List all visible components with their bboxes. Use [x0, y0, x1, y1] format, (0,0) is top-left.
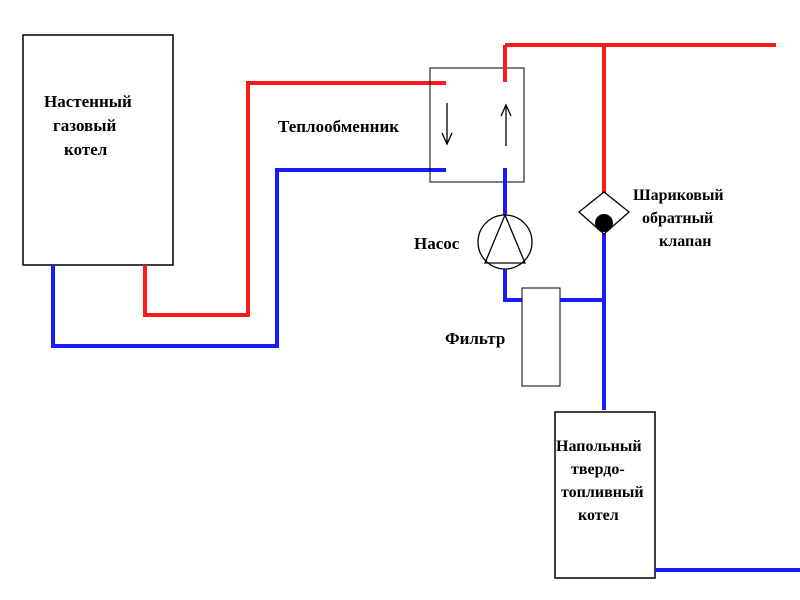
floor-boiler-label-line-2: твердо- — [571, 461, 625, 478]
cold-pipe-pump-to-filter — [503, 269, 522, 302]
wall-boiler-label-line-3: котел — [64, 140, 108, 159]
arrow-down-icon — [441, 103, 453, 146]
cold-pipe-hx-to-boiler — [51, 168, 446, 348]
floor-boiler-label: Напольный твердо- топливный котел — [556, 435, 644, 527]
arrow-up-icon — [500, 103, 512, 146]
check-valve-label-line-1: Шариковый — [633, 187, 724, 204]
heat-exchanger-box — [429, 67, 525, 183]
wall-boiler-label-line-1: Настенный — [44, 92, 132, 111]
wall-boiler-label: Настенный газовый котел — [44, 90, 132, 162]
pump-label: Насос — [414, 234, 460, 253]
check-valve-label: Шариковый обратный клапан — [633, 184, 724, 253]
wall-boiler-box — [22, 34, 174, 266]
filter-label: Фильтр — [445, 329, 506, 348]
pump-icon — [477, 213, 533, 270]
check-valve-label-line-2: обратный — [642, 210, 714, 227]
floor-boiler-label-line-4: котел — [578, 507, 619, 524]
filter-box — [521, 287, 561, 387]
floor-boiler-box — [554, 411, 656, 579]
wall-boiler-label-line-2: газовый — [53, 116, 117, 135]
floor-boiler-label-line-3: топливный — [561, 484, 644, 501]
floor-boiler-label-line-1: Напольный — [556, 438, 642, 455]
check-valve-label-line-3: клапан — [659, 233, 712, 250]
check-valve-icon — [577, 191, 631, 235]
hot-pipe-boiler-to-hx — [143, 81, 430, 317]
heat-exchanger-label: Теплообменник — [278, 117, 400, 136]
